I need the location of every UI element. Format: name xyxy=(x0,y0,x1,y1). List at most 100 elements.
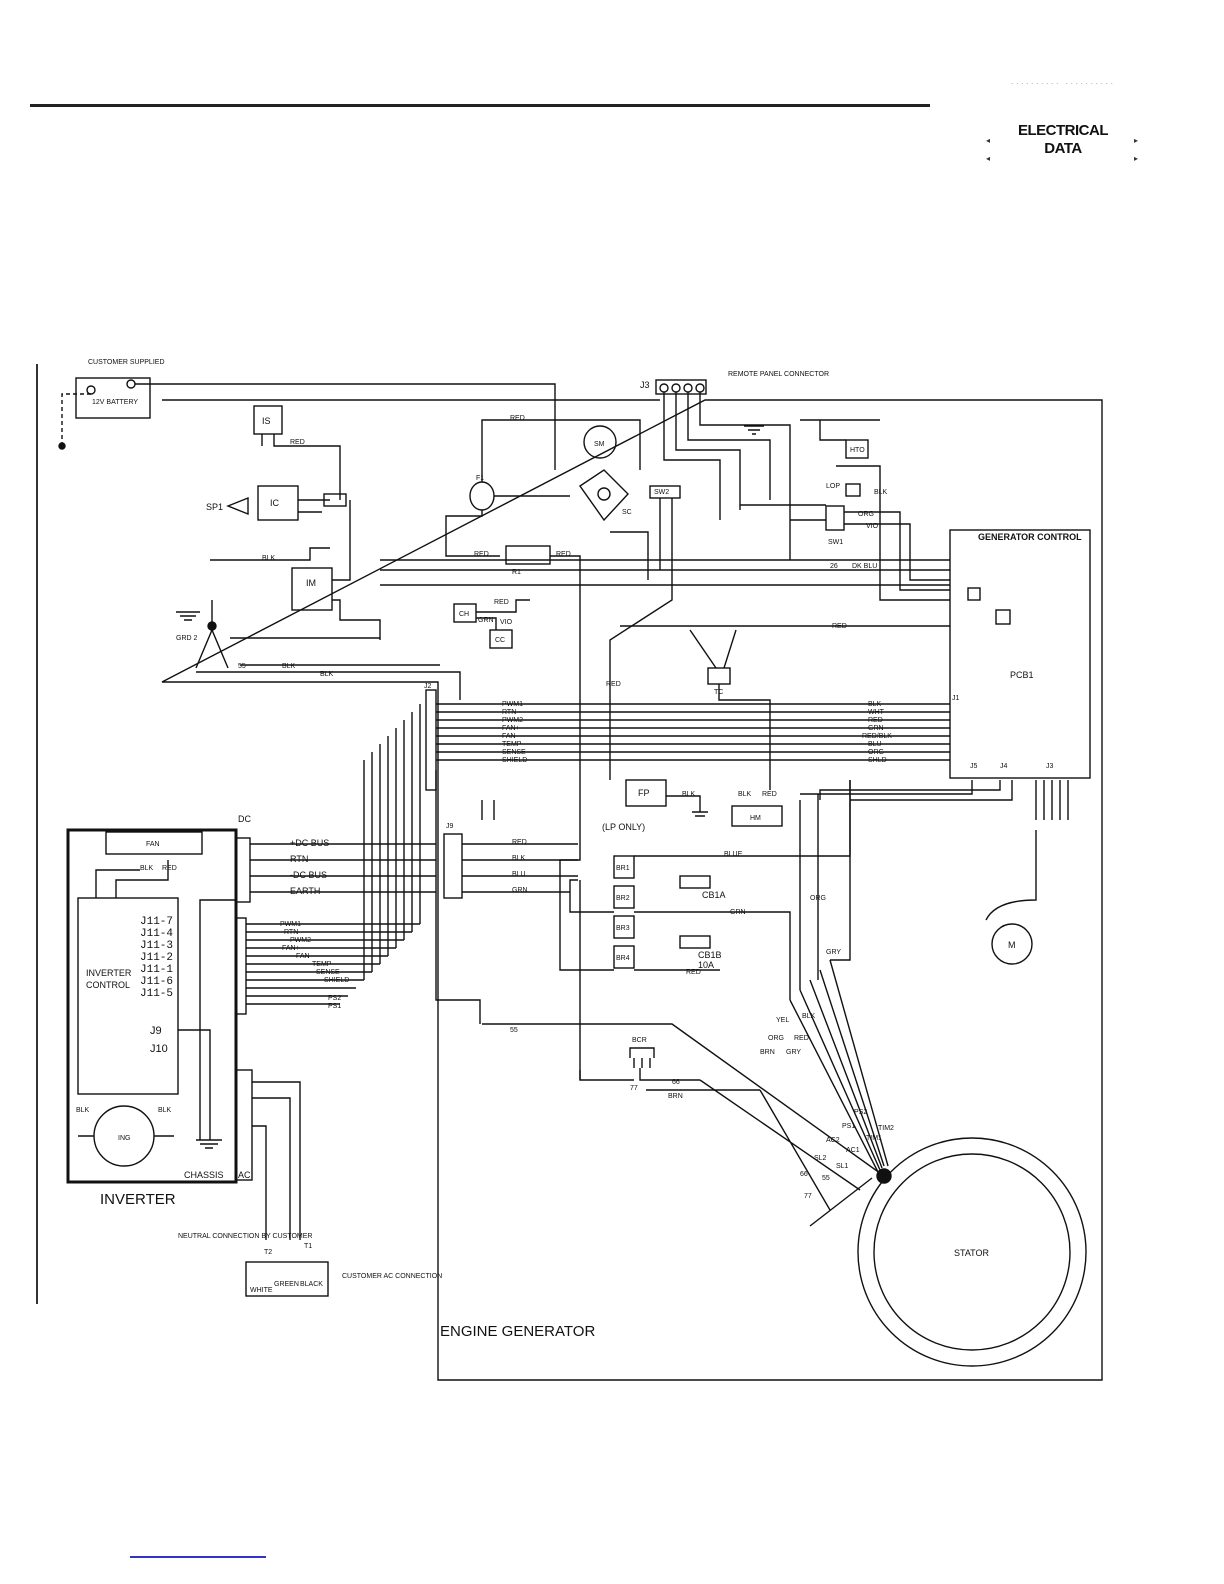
svg-text:RED: RED xyxy=(474,551,489,558)
svg-text:J11-1: J11-1 xyxy=(140,964,173,976)
svg-text:GRY: GRY xyxy=(826,949,841,956)
oil-pressure-switch: HTO LOP SW1 BLK ORG VIO xyxy=(740,419,950,601)
tab-arrow-icon: ◂ xyxy=(986,136,991,145)
svg-text:BLK: BLK xyxy=(512,855,526,862)
ac-connector: NEUTRAL CONNECTION BY CUSTOMER CUSTOMER … xyxy=(178,1069,442,1297)
battery-label: 12V BATTERY xyxy=(92,399,138,406)
generator-control-label: GENERATOR CONTROL xyxy=(978,532,1082,542)
battery: CUSTOMER SUPPLIED 12V BATTERY xyxy=(58,359,556,470)
svg-text:BLUE: BLUE xyxy=(724,851,743,858)
svg-text:J11-2: J11-2 xyxy=(140,952,173,964)
svg-text:TEMP: TEMP xyxy=(312,961,332,968)
pcb1-label: PCB1 xyxy=(1010,670,1034,680)
svg-text:J11-3: J11-3 xyxy=(140,940,173,952)
header-rule xyxy=(30,104,930,107)
svg-text:BLU: BLU xyxy=(868,741,882,748)
svg-text:BLK: BLK xyxy=(158,1107,172,1114)
tab-arrow-icon: ▸ xyxy=(1133,154,1138,163)
svg-text:M: M xyxy=(1008,940,1016,950)
svg-text:IS: IS xyxy=(262,416,271,426)
svg-text:BLK: BLK xyxy=(320,671,334,678)
svg-text:J3: J3 xyxy=(1046,763,1054,770)
inverter-control-label: INVERTER xyxy=(86,968,132,978)
svg-text:CHASSIS: CHASSIS xyxy=(184,1170,224,1180)
svg-text:J9: J9 xyxy=(150,1025,162,1037)
remote-panel-connector: J3 REMOTE PANEL CONNECTOR xyxy=(640,371,829,560)
svg-text:SHIELD: SHIELD xyxy=(502,757,527,764)
svg-text:ORG: ORG xyxy=(810,895,826,902)
svg-text:55: 55 xyxy=(238,663,246,670)
svg-text:GRN: GRN xyxy=(478,617,494,624)
svg-text:SHIELD: SHIELD xyxy=(324,977,349,984)
svg-text:BLK: BLK xyxy=(738,791,752,798)
svg-text:TIM2: TIM2 xyxy=(878,1125,894,1132)
svg-text:BCR: BCR xyxy=(632,1037,647,1044)
svg-text:BLK: BLK xyxy=(140,865,154,872)
svg-text:SM: SM xyxy=(594,441,605,448)
svg-text:T2: T2 xyxy=(264,1249,272,1256)
customer-supplied-label: CUSTOMER SUPPLIED xyxy=(88,359,165,366)
svg-text:J9: J9 xyxy=(446,823,454,830)
svg-text:AC1: AC1 xyxy=(846,1147,860,1154)
footer-rule xyxy=(130,1556,266,1558)
battery-charge-rectifier: BCR 77 66 BRN xyxy=(579,880,760,1100)
svg-text:CUSTOMER AC CONNECTION: CUSTOMER AC CONNECTION xyxy=(342,1273,442,1280)
tab-title-line1: ELECTRICAL xyxy=(1018,122,1109,139)
svg-text:LOP: LOP xyxy=(826,483,840,490)
svg-text:T1: T1 xyxy=(304,1243,312,1250)
svg-text:BLK: BLK xyxy=(76,1107,90,1114)
svg-text:HM: HM xyxy=(750,815,761,822)
engine-generator-label: ENGINE GENERATOR xyxy=(440,1323,595,1340)
svg-text:RED: RED xyxy=(832,623,847,630)
svg-text:BRN: BRN xyxy=(760,1049,775,1056)
fuel-pump: FP (LP ONLY) BLK RED xyxy=(602,681,708,832)
svg-text:FP: FP xyxy=(638,788,650,798)
hour-meter: HM BLK RED xyxy=(731,791,783,827)
svg-text:ORG: ORG xyxy=(858,511,874,518)
j2-inverter-connector: PWM1 RTN PWM2 FAN+ FAN- TEMP SENSE SHIEL… xyxy=(235,704,421,1015)
j3-label: J3 xyxy=(640,380,650,390)
svg-text:DK BLU: DK BLU xyxy=(852,563,877,570)
svg-text:J11-7: J11-7 xyxy=(140,916,173,928)
svg-text:GRD 2: GRD 2 xyxy=(176,635,198,642)
margin-rule xyxy=(36,364,38,1304)
svg-text:PWM1: PWM1 xyxy=(502,701,523,708)
svg-text:F1: F1 xyxy=(476,475,484,482)
svg-text:+DC BUS: +DC BUS xyxy=(290,838,329,848)
tab-arrow-icon: ▸ xyxy=(1133,136,1138,145)
svg-text:RED: RED xyxy=(556,551,571,558)
svg-text:SHLD: SHLD xyxy=(868,757,887,764)
svg-text:NEUTRAL CONNECTION BY CUSTOMER: NEUTRAL CONNECTION BY CUSTOMER xyxy=(178,1233,312,1240)
svg-text:CC: CC xyxy=(495,637,505,644)
generator-control: GENERATOR CONTROL PCB1 J5 J4 J3 J1 26 DK… xyxy=(380,529,1091,820)
svg-text:AC2: AC2 xyxy=(826,1137,840,1144)
svg-text:PWM2: PWM2 xyxy=(502,717,523,724)
svg-text:SL1: SL1 xyxy=(836,1163,849,1170)
svg-text:RED: RED xyxy=(606,681,621,688)
svg-text:WHITE: WHITE xyxy=(250,1287,273,1294)
stator-label: STATOR xyxy=(954,1248,990,1258)
svg-text:RED: RED xyxy=(512,839,527,846)
svg-text:FAN-: FAN- xyxy=(296,953,313,960)
inverter-label: INVERTER xyxy=(100,1191,176,1208)
svg-text:AC: AC xyxy=(238,1170,251,1180)
tab-arrow-icon: ◂ xyxy=(986,154,991,163)
svg-text:-DC BUS: -DC BUS xyxy=(290,870,327,880)
svg-text:VIO: VIO xyxy=(866,523,879,530)
svg-text:BR4: BR4 xyxy=(616,955,630,962)
svg-text:26: 26 xyxy=(830,563,838,570)
ignition-sensor: IS RED xyxy=(253,405,341,500)
svg-text:RED: RED xyxy=(686,969,701,976)
svg-text:RED: RED xyxy=(510,415,525,422)
svg-text:55: 55 xyxy=(822,1175,830,1182)
svg-text:BLK: BLK xyxy=(802,1013,816,1020)
fan-motor: M xyxy=(985,830,1037,965)
section-tab[interactable]: ·········· ·········· ◂ ◂ ▸ ▸ ELECTRICAL… xyxy=(978,78,1148,178)
svg-text:R1: R1 xyxy=(512,569,521,576)
svg-text:GRN: GRN xyxy=(730,909,746,916)
tab-title-line2: DATA xyxy=(1044,140,1082,157)
svg-text:PS2: PS2 xyxy=(854,1109,867,1116)
svg-text:WHT: WHT xyxy=(868,709,885,716)
svg-text:FAN: FAN xyxy=(146,841,160,848)
svg-text:RED: RED xyxy=(794,1035,809,1042)
